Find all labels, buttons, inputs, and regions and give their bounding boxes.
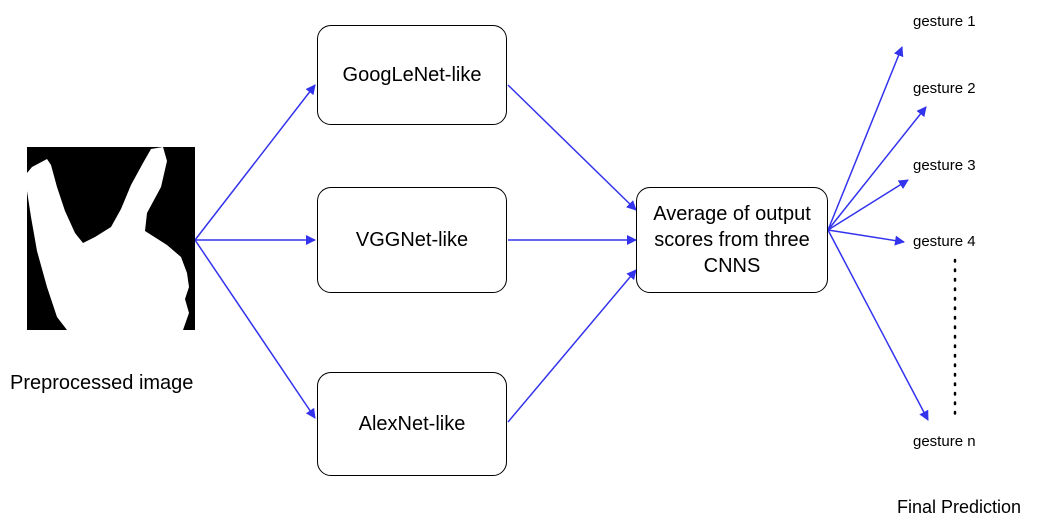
model-label-vggnet: VGGNet-like (355, 229, 469, 251)
model-label-googlenet: GoogLeNet-like (342, 64, 482, 86)
arrow-to-gesture-4 (827, 229, 905, 246)
gesture-label-3: gesture 3 (913, 157, 976, 174)
model-box-googlenet: GoogLeNet-like (317, 25, 507, 125)
gesture-label-n: gesture n (913, 433, 976, 450)
gesture-label-1: gesture 1 (913, 13, 976, 30)
input-caption: Preprocessed image (10, 372, 194, 394)
model-box-alexnet: AlexNet-like (317, 372, 507, 476)
final-prediction-label: Final Prediction (897, 497, 1022, 517)
arrow-googlenet-to-ensemble (507, 84, 637, 211)
hand-silhouette-icon (27, 147, 195, 330)
arrow-alexnet-to-ensemble (507, 269, 637, 423)
ensemble-label: Average of output scores from three CNNS (653, 203, 811, 277)
arrow-to-gesture-n (827, 229, 929, 421)
arrow-to-gesture-1 (827, 46, 904, 231)
model-box-vggnet: VGGNet-like (317, 187, 507, 293)
gesture-label-4: gesture 4 (913, 233, 976, 250)
arrow-to-gesture-3 (827, 179, 909, 231)
arrow-image-to-googlenet (194, 84, 316, 241)
ensemble-box: Average of output scores from three CNNS (636, 187, 828, 293)
arrow-image-to-alexnet (194, 239, 316, 419)
gesture-label-2: gesture 2 (913, 80, 976, 97)
arrow-to-gesture-2 (827, 106, 927, 231)
model-label-alexnet: AlexNet-like (358, 413, 466, 435)
